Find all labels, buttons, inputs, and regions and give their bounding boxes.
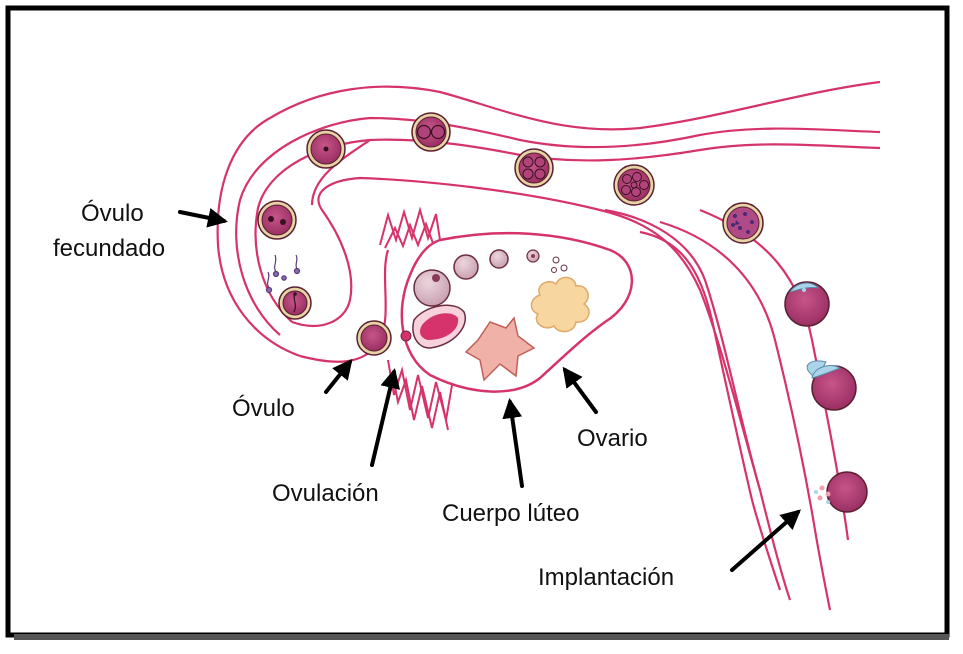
label-implantacion: Implantación <box>538 564 674 591</box>
ovary-follicle <box>453 254 479 280</box>
arrow-ovulacion <box>370 368 401 467</box>
corpus-albicans <box>530 276 590 333</box>
corpus-luteum <box>464 316 536 382</box>
arrow-cuerpo-luteo <box>502 398 524 488</box>
ovary-follicle <box>489 249 509 269</box>
ovary-follicle <box>552 256 560 264</box>
label-cuerpo-luteo: Cuerpo lúteo <box>442 500 579 527</box>
egg-zygote <box>278 286 312 320</box>
label-ovulo: Óvulo <box>232 395 295 422</box>
arrow-ovulo-fecundado <box>178 207 228 228</box>
label-ovario: Ovario <box>577 425 648 452</box>
egg-blastocyst <box>722 202 764 244</box>
label-ovulacion: Ovulación <box>272 480 379 507</box>
ovary-follicle <box>413 269 451 307</box>
label-ovulo-fecundado-1: Óvulo <box>81 200 144 227</box>
released-egg <box>356 320 392 356</box>
egg-morula <box>613 164 655 206</box>
frame-shadow <box>14 634 949 640</box>
sperm-cells <box>265 254 301 294</box>
egg-two-cell <box>411 112 451 152</box>
egg-four-cell <box>514 148 554 188</box>
arrows <box>178 207 802 572</box>
tube-eggs <box>257 112 868 513</box>
blastocyst-hatching-2 <box>806 360 857 411</box>
blastocyst-implanting <box>814 471 868 513</box>
uterine-tube <box>216 80 881 611</box>
egg-fertilized <box>257 200 297 240</box>
blastocyst-hatching-1 <box>784 281 830 327</box>
egg-one-cell <box>306 129 346 169</box>
label-ovulo-fecundado-2: fecundado <box>53 235 165 262</box>
arrow-implantacion <box>730 509 802 572</box>
ovary <box>400 231 634 393</box>
labels: Óvulo fecundado Óvulo Ovulación Cuerpo l… <box>53 200 674 591</box>
arrow-ovulo <box>324 358 353 394</box>
arrow-ovario <box>562 366 598 414</box>
